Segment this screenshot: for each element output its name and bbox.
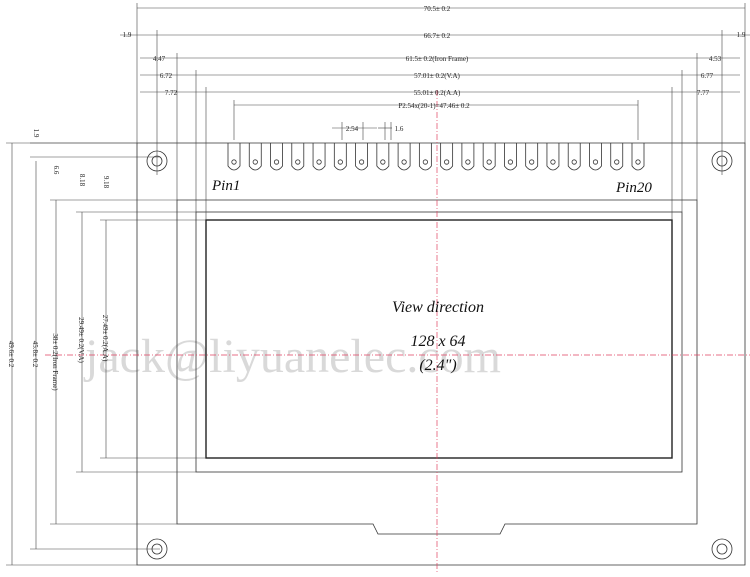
top-offset-4-text: 9.18: [102, 176, 110, 189]
dim-top-offsets: 1.9 6.6 8.18 9.18: [30, 129, 206, 221]
dim-pitch-width: 1.9 66.7± 0.2 1.9: [120, 30, 750, 175]
pin-8: [376, 143, 390, 171]
mounting-hole-bottom-right: [711, 538, 733, 560]
pin-3: [270, 143, 283, 171]
pin-last-label: Pin20: [615, 180, 652, 196]
pitch-height-text: 45.8± 0.2: [31, 341, 39, 368]
pin-17: [567, 143, 581, 171]
pin-9: [397, 143, 411, 171]
dim-pin-pitch: 2.54 1.6: [332, 122, 404, 140]
pin-pitch-total-text: P2.54x(20-1)=47.46± 0.2: [398, 102, 470, 110]
dim-aa-width: 7.72 55.01± 0.2(A.A) 7.77: [140, 87, 740, 220]
dim-pitch-height: 45.8± 0.2: [30, 161, 160, 550]
pcb-outline: [136, 142, 746, 566]
top-offset-1-text: 1.9: [32, 129, 40, 138]
iron-frame-width-text: 61.5± 0.2(Iron Frame): [406, 55, 469, 63]
left-offset-4-text: 7.72: [165, 89, 178, 97]
pin-row: [227, 143, 645, 171]
pin-5: [312, 143, 326, 171]
right-offset-2-text: 4.53: [709, 55, 722, 63]
right-offset-4-text: 7.77: [697, 89, 710, 97]
view-direction-label: View direction: [392, 299, 484, 316]
active-area: [205, 219, 673, 459]
pin-13: [482, 143, 496, 171]
aa-height-text: 27.49± 0.2(A.A): [101, 315, 109, 362]
pin-20: [631, 143, 645, 171]
iron-frame-outline: [176, 199, 698, 535]
pin-pitch-text: 2.54: [346, 125, 359, 133]
pin-first-label: Pin1: [211, 178, 240, 194]
pin-19: [610, 143, 624, 171]
overall-width-text: 70.5± 0.2: [424, 5, 451, 13]
pin-11: [440, 143, 454, 171]
overall-height-text: 49.6± 0.2: [7, 341, 15, 368]
dim-va-height: 29.49± 0.2(V.A): [76, 212, 196, 473]
pin-18: [589, 143, 602, 171]
resolution-label: 128 x 64: [410, 333, 465, 350]
top-offset-3-text: 8.18: [78, 174, 86, 187]
watermark-text: jack@liyuanelec.com: [83, 330, 501, 383]
left-offset-1-text: 1.9: [123, 31, 132, 39]
pin-7: [355, 143, 368, 171]
dim-overall-height: 49.6± 0.2: [6, 142, 137, 566]
dim-va-width: 6.72 57.01± 0.2(V.A) 6.77: [140, 70, 740, 212]
pin-15: [525, 143, 539, 171]
pin-2: [248, 143, 262, 171]
top-offset-2-text: 6.6: [52, 166, 60, 175]
va-width-text: 57.01± 0.2(V.A): [414, 72, 460, 80]
pin-1: [227, 143, 241, 171]
dim-aa-height: 27.49± 0.2(A.A): [100, 220, 206, 459]
viewing-area: [195, 211, 683, 473]
dim-iron-frame-width: 4.47 61.5± 0.2(Iron Frame) 4.53: [140, 53, 740, 200]
left-offset-2-text: 4.47: [153, 55, 166, 63]
va-height-text: 29.49± 0.2(V.A): [77, 317, 85, 363]
pitch-width-text: 66.7± 0.2: [424, 32, 451, 40]
right-offset-3-text: 6.77: [701, 72, 714, 80]
pin-16: [546, 143, 560, 171]
pin-4: [291, 143, 305, 171]
aa-width-text: 55.01± 0.2(A.A): [414, 89, 461, 97]
dim-overall-width: 70.5± 0.2: [136, 3, 746, 143]
pin-6: [333, 143, 347, 171]
pin-10: [418, 143, 432, 171]
right-offset-1-text: 1.9: [737, 31, 746, 39]
dim-pin-pitch-total: P2.54x(20-1)=47.46± 0.2: [233, 100, 639, 140]
pin-width-text: 1.6: [395, 125, 404, 133]
dim-iron-frame-height: 38± 0.2(Iron Frame): [50, 200, 177, 525]
left-offset-3-text: 6.72: [160, 72, 173, 80]
iron-frame-height-text: 38± 0.2(Iron Frame): [51, 333, 59, 391]
size-label: (2.4"): [419, 357, 456, 374]
pin-12: [461, 143, 475, 171]
pin-14: [504, 143, 517, 171]
